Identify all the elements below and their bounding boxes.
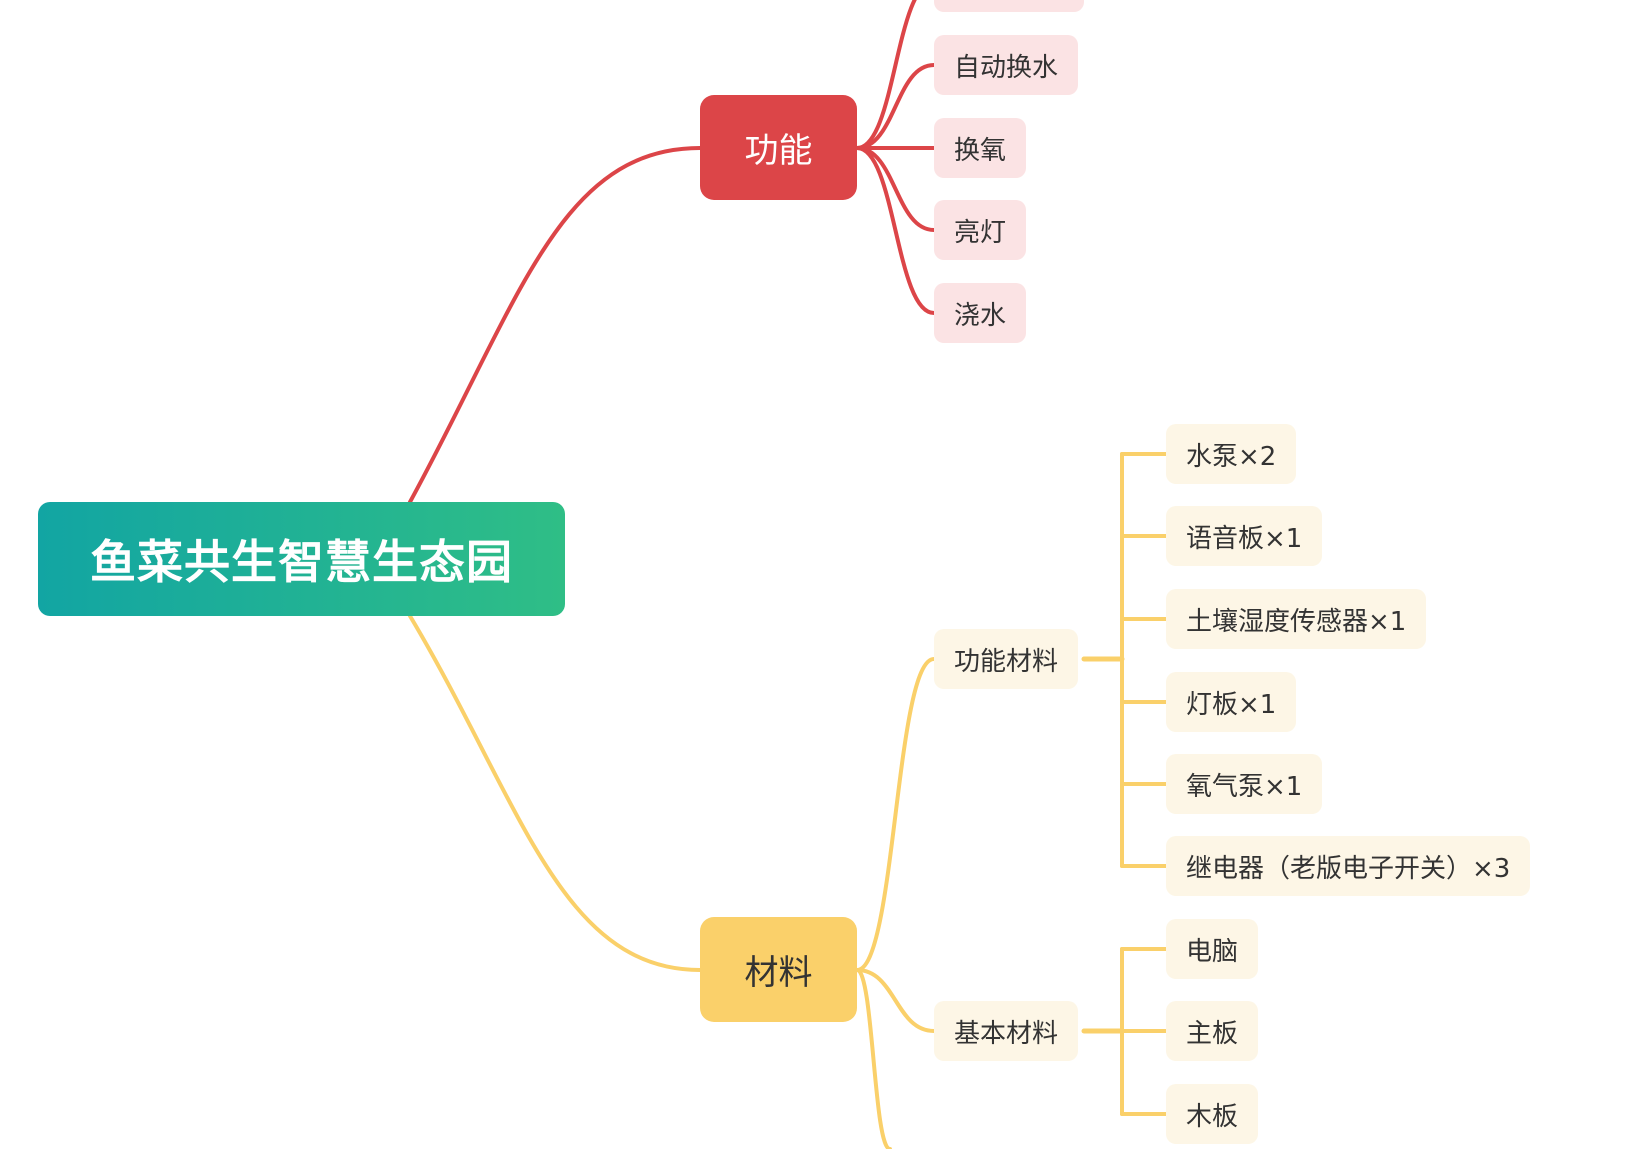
function-item-label: 换氧 <box>954 135 1007 166</box>
link-materials-group-functional <box>855 657 936 972</box>
function-item-label: 亮灯 <box>954 217 1007 248</box>
material-item-wood-board[interactable]: 木板 <box>1166 1084 1259 1144</box>
root-topic[interactable]: 鱼菜共生智慧生态园 <box>38 502 565 616</box>
branch-materials-label: 材料 <box>744 953 813 993</box>
material-item-light-board[interactable]: 灯板×1 <box>1166 672 1297 732</box>
link-function-item <box>855 0 917 150</box>
function-item-oxygen[interactable]: 换氧 <box>934 118 1027 178</box>
material-item-label: 灯板×1 <box>1186 689 1277 720</box>
material-group-functional[interactable]: 功能材料 <box>934 629 1079 689</box>
link-materials-group-basic <box>855 968 936 1033</box>
material-item-water-pump[interactable]: 水泵×2 <box>1166 424 1297 484</box>
function-item-partial[interactable] <box>934 0 1084 12</box>
material-item-relay[interactable]: 继电器（老版电子开关）×3 <box>1166 836 1531 896</box>
link-function-item <box>855 146 936 315</box>
link-function-item <box>855 63 936 150</box>
material-item-voice-board[interactable]: 语音板×1 <box>1166 506 1323 566</box>
branch-function[interactable]: 功能 <box>700 95 857 200</box>
material-group-basic[interactable]: 基本材料 <box>934 1001 1079 1061</box>
material-item-label: 主板 <box>1186 1018 1239 1049</box>
material-group-label: 基本材料 <box>954 1018 1059 1049</box>
material-item-mainboard[interactable]: 主板 <box>1166 1001 1259 1061</box>
root-topic-label: 鱼菜共生智慧生态园 <box>90 535 513 589</box>
material-item-label: 语音板×1 <box>1186 523 1303 554</box>
link-root-materials <box>408 614 702 972</box>
function-item-label: 自动换水 <box>954 52 1059 83</box>
material-item-label: 氧气泵×1 <box>1186 771 1303 802</box>
material-item-soil-sensor[interactable]: 土壤湿度传感器×1 <box>1166 589 1427 649</box>
material-item-label: 水泵×2 <box>1186 441 1277 472</box>
material-item-label: 继电器（老版电子开关）×3 <box>1186 853 1511 884</box>
material-item-oxygen-pump[interactable]: 氧气泵×1 <box>1166 754 1323 814</box>
function-item-light[interactable]: 亮灯 <box>934 200 1027 260</box>
link-function-item <box>855 146 936 232</box>
material-item-computer[interactable]: 电脑 <box>1166 919 1259 979</box>
material-item-label: 木板 <box>1186 1101 1239 1132</box>
link-root-function <box>408 146 702 504</box>
link-materials-offscreen <box>855 968 892 1149</box>
function-item-label: 浇水 <box>954 300 1007 331</box>
function-item-watering[interactable]: 浇水 <box>934 283 1027 343</box>
branch-function-label: 功能 <box>744 131 813 171</box>
function-item-water-change[interactable]: 自动换水 <box>934 35 1079 95</box>
material-item-label: 电脑 <box>1186 936 1239 967</box>
material-item-label: 土壤湿度传感器×1 <box>1186 606 1407 637</box>
branch-materials[interactable]: 材料 <box>700 917 857 1022</box>
material-group-label: 功能材料 <box>954 646 1059 677</box>
